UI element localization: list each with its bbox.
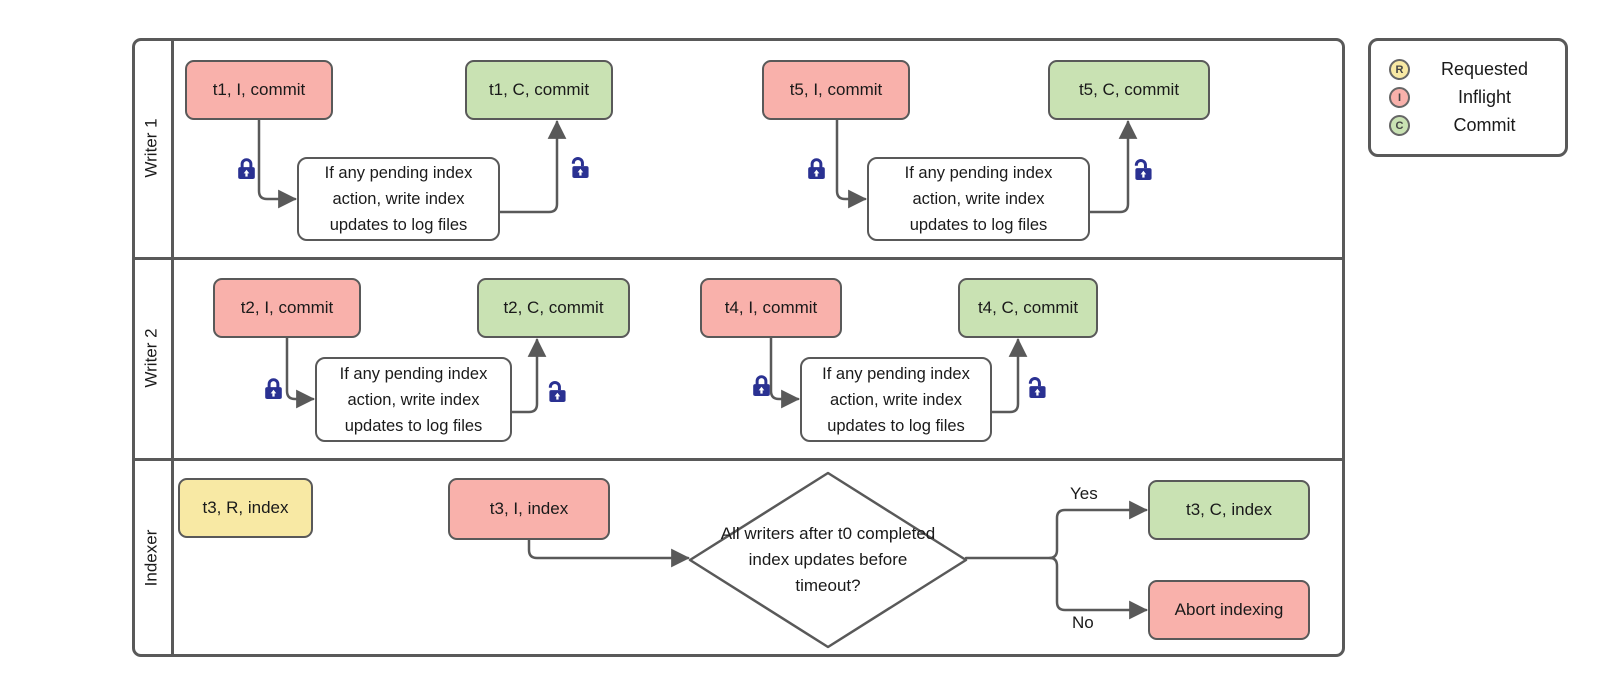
- connector-process-to-t1c: [498, 120, 567, 214]
- connector-t5i-to-process: [835, 118, 867, 209]
- inflight-badge-icon: I: [1389, 87, 1410, 108]
- state-t4-inflight: t4, I, commit: [700, 278, 842, 338]
- legend-row-inflight: I Inflight: [1371, 87, 1565, 108]
- swimlane-pool-frame: [132, 38, 1345, 657]
- process-text: If any pending index action, write index…: [822, 364, 970, 435]
- process-write-index-w1a: If any pending index action, write index…: [297, 157, 500, 241]
- legend-label: Inflight: [1457, 87, 1512, 107]
- lock-open-icon: [547, 380, 566, 404]
- decision-question: All writers after t0 completed index upd…: [720, 524, 936, 595]
- lock-closed-icon: [806, 158, 827, 181]
- connector-decision-no: [1048, 556, 1148, 620]
- lock-closed-icon: [263, 378, 284, 401]
- state-t4-commit: t4, C, commit: [958, 278, 1098, 338]
- state-t2-commit: t2, C, commit: [477, 278, 630, 338]
- lane-divider-2: [132, 458, 1345, 461]
- connector-process-to-t2c: [510, 338, 547, 414]
- process-text: If any pending index action, write index…: [324, 164, 473, 234]
- no-branch-label: No: [1072, 613, 1094, 632]
- state-t2-inflight: t2, I, commit: [213, 278, 361, 338]
- legend-label: Commit: [1453, 115, 1516, 135]
- lock-open-icon: [1027, 376, 1046, 400]
- connector-process-to-t5c: [1088, 120, 1138, 214]
- connector-decision-yes: [964, 500, 1148, 560]
- lane-label-divider: [171, 38, 174, 657]
- state-t3-inflight: t3, I, index: [448, 478, 610, 540]
- lock-closed-icon: [236, 158, 257, 181]
- process-text: If any pending index action, write index…: [339, 364, 488, 435]
- yes-branch-label: Yes: [1070, 484, 1098, 503]
- state-t3-requested: t3, R, index: [178, 478, 313, 538]
- decision-diamond: [688, 471, 968, 649]
- legend-row-requested: R Requested: [1371, 59, 1565, 80]
- lock-open-icon: [570, 156, 589, 180]
- state-t5-commit: t5, C, commit: [1048, 60, 1210, 120]
- abort-indexing-node: Abort indexing: [1148, 580, 1310, 640]
- connector-t3i-to-decision: [527, 538, 690, 568]
- state-t5-inflight: t5, I, commit: [762, 60, 910, 120]
- lane-divider-1: [132, 257, 1345, 260]
- lock-closed-icon: [751, 375, 772, 398]
- state-t3-commit: t3, C, index: [1148, 480, 1310, 540]
- process-write-index-w2a: If any pending index action, write index…: [315, 357, 512, 442]
- legend: R Requested I Inflight C Commit: [1368, 38, 1568, 157]
- commit-badge-icon: C: [1389, 115, 1410, 136]
- connector-t1i-to-process: [257, 118, 297, 209]
- state-t1-inflight: t1, I, commit: [185, 60, 333, 120]
- process-text: If any pending index action, write index…: [904, 164, 1053, 234]
- connector-process-to-t4c: [990, 338, 1028, 414]
- connector-t4i-to-process: [769, 336, 800, 409]
- legend-row-commit: C Commit: [1371, 115, 1565, 136]
- process-write-index-w1b: If any pending index action, write index…: [867, 157, 1090, 241]
- legend-label: Requested: [1440, 59, 1529, 79]
- connector-t2i-to-process: [285, 336, 315, 409]
- lock-open-icon: [1133, 158, 1152, 182]
- requested-badge-icon: R: [1389, 59, 1410, 80]
- process-write-index-w2b: If any pending index action, write index…: [800, 357, 992, 442]
- state-t1-commit: t1, C, commit: [465, 60, 613, 120]
